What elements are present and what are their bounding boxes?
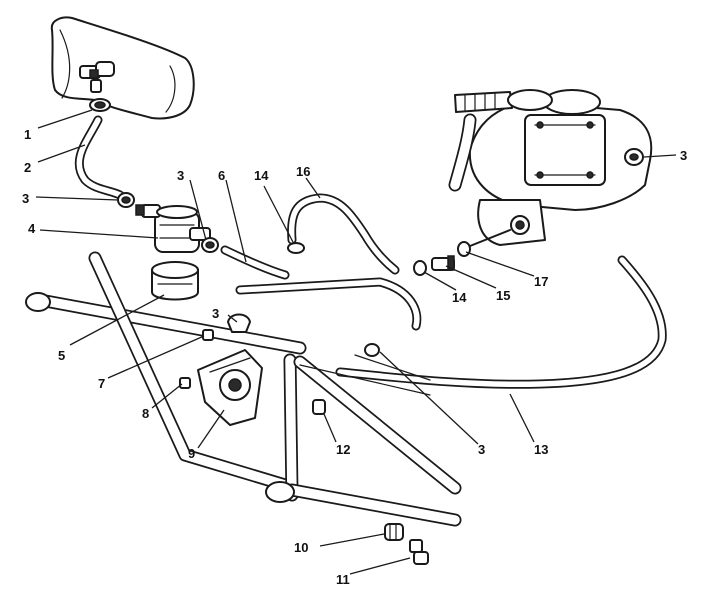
callout-13: 13 [534, 442, 548, 457]
screw-8 [179, 377, 191, 389]
grommet-10 [384, 523, 404, 541]
fuel-tank-valve [79, 61, 115, 93]
screw-7 [202, 329, 214, 341]
fuel-hose-13 [335, 255, 667, 389]
callout-12: 12 [336, 442, 350, 457]
callout-11: 11 [336, 572, 350, 587]
bolt-11 [409, 539, 429, 565]
carburetor-assembly [448, 89, 653, 246]
vacuum-hose-16 [287, 193, 400, 275]
fuel-tank [50, 16, 195, 120]
fuel-pump [197, 349, 263, 426]
filter-bowl [151, 261, 199, 301]
callout-10: 10 [294, 540, 308, 555]
callout-15: 15 [496, 288, 510, 303]
fuel-filter [135, 204, 211, 253]
fuel-hose-2 [74, 115, 125, 200]
callout-2: 2 [24, 160, 31, 175]
fuel-hose-6 [220, 245, 422, 331]
leader-lines [35, 109, 677, 575]
callout-4: 4 [28, 221, 36, 236]
callout-3-carburetor: 3 [680, 148, 687, 163]
fitting-12 [312, 399, 326, 415]
callout-1: 1 [24, 127, 31, 142]
hose-clamp-3-c [624, 148, 644, 166]
hose-clamp-1 [89, 98, 111, 112]
callout-17: 17 [534, 274, 548, 289]
callout-14-vacuum: 14 [254, 168, 269, 183]
callout-6: 6 [218, 168, 225, 183]
hose-clip-14-b [413, 260, 427, 276]
frame [25, 251, 462, 527]
hose-clamp-3-a [117, 192, 135, 208]
callout-7: 7 [98, 376, 105, 391]
callout-9: 9 [188, 446, 195, 461]
callout-3-filter-outlet: 3 [177, 168, 184, 183]
callout-5: 5 [58, 348, 65, 363]
hose-clamp-3-b [201, 237, 219, 253]
fuel-inlet-pipe [469, 229, 511, 247]
washer-17 [457, 241, 471, 257]
callout-8: 8 [142, 406, 149, 421]
callout-3-filter-inlet: 3 [22, 191, 29, 206]
callout-3-frame: 3 [478, 442, 485, 457]
hose-clip-14-a [287, 242, 305, 254]
hose-clamp-3-e [364, 343, 380, 357]
callout-14-inlet: 14 [452, 290, 467, 305]
callout-16: 16 [296, 164, 310, 179]
callout-3-pump-top: 3 [212, 306, 219, 321]
